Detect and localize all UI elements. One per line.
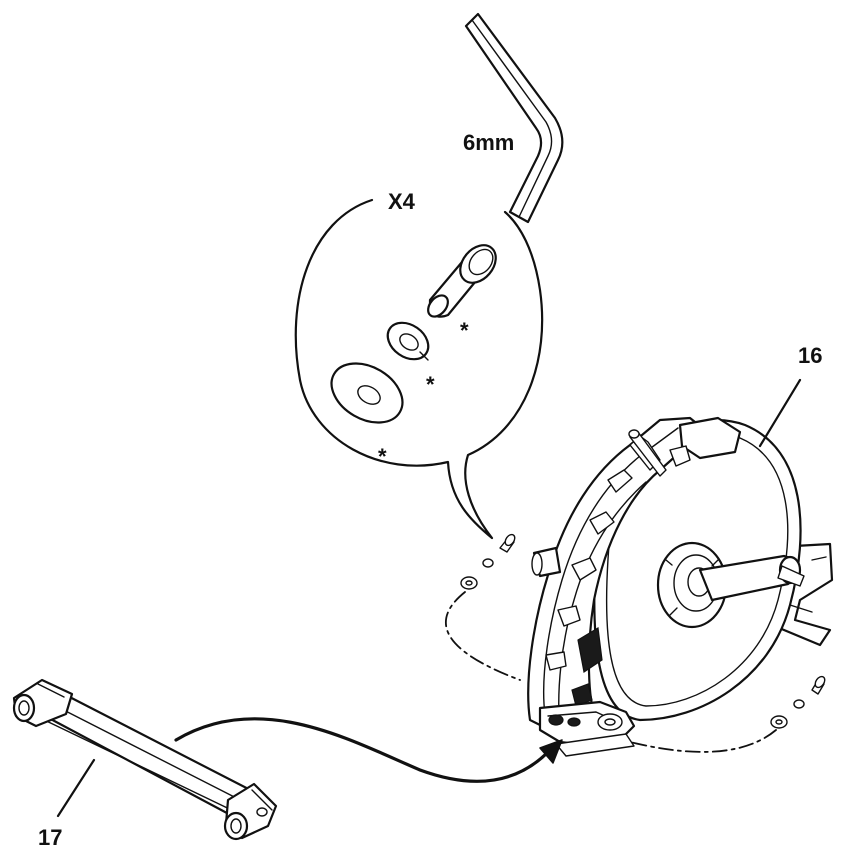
tool-size-label: 6mm [463, 130, 514, 155]
stabilizer-bar [12, 678, 278, 841]
front-alignment-line [445, 591, 521, 681]
bolt-icon [427, 244, 497, 318]
lock-washer-note-marker: * [426, 372, 435, 397]
leader-line-16 [758, 378, 802, 448]
leader-line-17 [56, 758, 96, 818]
hardware-callout-bubble [294, 198, 544, 540]
bolt-note-marker: * [460, 318, 469, 343]
quantity-label: X4 [388, 189, 416, 214]
part-16-label: 16 [798, 343, 822, 368]
part-17-label: 17 [38, 825, 62, 850]
rear-hardware-icon [770, 675, 826, 729]
flat-washer-icon [330, 362, 404, 424]
rear-alignment-line [621, 729, 777, 753]
lock-washer-icon [386, 321, 430, 361]
assembly-arrow-icon [174, 717, 563, 783]
main-frame-assembly [527, 416, 834, 757]
front-hardware-icon [460, 533, 516, 590]
allen-key-icon [464, 12, 564, 224]
flat-washer-note-marker: * [378, 444, 387, 469]
